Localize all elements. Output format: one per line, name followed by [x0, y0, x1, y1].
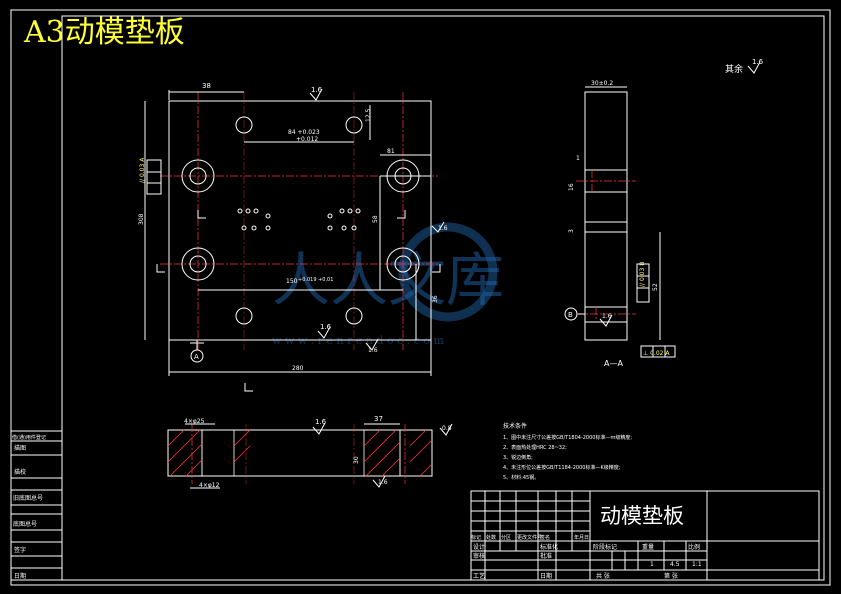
tb-header-col: 分区 [501, 534, 511, 541]
tb-sheet-no: 第 张 [664, 572, 678, 580]
tb-header-col: 签名 [540, 534, 550, 541]
pin-holes [237, 208, 361, 231]
dim-12-5: 12.5 [365, 108, 372, 122]
strip-label: 借(通)用件登记 [12, 434, 46, 441]
tb-count-mark: 1 [650, 561, 654, 568]
section-label: A—A [604, 359, 623, 368]
dim-16-side: 16 [568, 183, 575, 191]
dim-84-bot: +0.012 [296, 136, 318, 143]
roughness-symbols-front [309, 88, 445, 351]
tb-stage-col: 重量 [642, 543, 654, 551]
tb-sheet-total: 共 张 [596, 572, 610, 580]
roughness-others-value: 1.6 [752, 58, 764, 66]
datum-a: A [190, 340, 204, 363]
dim-150-tol: +0.019 +0.01 [298, 277, 333, 283]
tb-row-label: 审核 [473, 552, 485, 560]
tb-header-col: 标记 [471, 534, 481, 541]
side-outline [584, 91, 628, 341]
tb-weight: 4.5 [670, 561, 680, 568]
tb-row-label: 设计 [473, 543, 485, 551]
tb-stage-col: 比例 [688, 543, 700, 551]
tolerance-frame-right: // 0.03 B [636, 262, 650, 303]
dim-150: 150 [286, 278, 298, 285]
title-block: 动模垫板 标记 处数 分区 更改文件号 签名 年月日 设计 审核 工艺 标准化 … [470, 490, 820, 581]
dim-280: 280 [292, 365, 304, 372]
roughness-others: 其余 1.6 [725, 58, 764, 75]
watermark: 人人文库 w w w . r e n r e n d o c . c o m [272, 222, 504, 347]
tb-date-label: 日期 [540, 572, 552, 580]
inner-border [61, 15, 825, 581]
strip-label: 描图 [14, 444, 26, 452]
tech-req-item: 1、图中未注尺寸公差按GB/T1804-2000标准—m级精度; [503, 434, 632, 441]
drawing-title: A3动模垫板 [24, 15, 185, 50]
dim-30: 30 [353, 456, 360, 464]
datum-b-label: B [568, 311, 573, 319]
tb-std-label: 标准化 [540, 543, 558, 551]
tb-scale: 1:1 [692, 561, 702, 568]
dim-38: 38 [202, 82, 211, 90]
tech-req-item: 4、未注形位公差按GB/T1184-2000标准—K级精度; [503, 464, 621, 471]
tb-header-col: 处数 [486, 534, 496, 541]
tb-header-col: 更改文件号 [517, 534, 542, 541]
tech-req-title: 技术条件 [503, 422, 527, 430]
front-dimensions [144, 90, 432, 376]
tol-frame-section-text: ⊥ 0.02 A [643, 350, 670, 357]
dim-36: 36 [432, 295, 439, 303]
strip-label: 日期 [14, 572, 26, 580]
dim-30-side: 30±0.2 [591, 80, 613, 87]
outer-border [10, 9, 831, 586]
dim-4phi25: 4×φ25 [184, 418, 205, 425]
tech-req-item: 2、表面热处理HRC 28~32; [503, 444, 567, 451]
rough-side-top: 1.6 [602, 313, 612, 320]
dim-52: 52 [652, 283, 659, 291]
rough-section-top: 1.6 [315, 418, 327, 426]
tolerance-frame-section: ⊥ 0.02 A [640, 345, 676, 358]
tol-frame-left-text: // 0.03 A [139, 157, 146, 183]
dim-58: 58 [372, 215, 379, 223]
section-outline [167, 429, 433, 477]
tech-req-item: 5、材料:45钢。 [503, 474, 539, 481]
tb-stage-col: 阶段标记 [593, 543, 617, 551]
strip-label: 签字 [14, 546, 26, 554]
rough-right-side: 1.6 [438, 225, 448, 232]
tb-header-col: 年月日 [574, 534, 589, 541]
tech-req-item: 3、锐边倒角; [503, 454, 533, 461]
strip-label: 底图总号 [13, 520, 37, 528]
guide-holes [235, 116, 363, 325]
dim-308: 308 [138, 213, 145, 225]
rough-bottom: 1.6 [320, 323, 332, 331]
dim-4phi12: 4×φ12 [199, 482, 220, 489]
tolerance-frame-left: // 0.03 A [139, 157, 162, 195]
tol-frame-right-text: // 0.03 B [639, 262, 646, 287]
front-view: 38 84 +0.023 +0.012 12.5 81 58 150 +0.01… [138, 82, 448, 392]
part-name: 动模垫板 [600, 504, 684, 528]
roughness-symbols-section [312, 422, 453, 488]
side-view: 30±0.2 52 3 1 16 // 0.03 B ⊥ 0.02 A B A—… [564, 80, 676, 368]
datum-b: B [564, 307, 585, 321]
tech-requirements: 技术条件 1、图中未注尺寸公差按GB/T1804-2000标准—m级精度; 2、… [503, 422, 632, 481]
dim-84-top: 84 +0.023 [288, 129, 320, 136]
section-view: 4×φ25 4×φ12 37 30 1.6 0.8 1.6 [167, 415, 453, 489]
dim-37: 37 [374, 415, 383, 423]
rough-section-right: 0.8 [442, 425, 452, 432]
dim-81: 81 [387, 148, 395, 155]
corner-marks [156, 210, 441, 392]
section-hatch [167, 429, 433, 477]
strip-label: 旧底图总号 [13, 494, 43, 502]
rough-top: 1.6 [311, 86, 323, 94]
dim-1: 1 [576, 155, 580, 162]
plate-outline [168, 100, 432, 341]
rough-section-bottom: 1.6 [378, 479, 388, 486]
tb-row-label: 工艺 [473, 572, 485, 580]
datum-a-label: A [194, 353, 199, 361]
side-strip: 借(通)用件登记 描图 描校 旧底图总号 底图总号 签字 日期 [10, 430, 63, 581]
roughness-others-label: 其余 [725, 63, 743, 75]
tb-approve-label: 批准 [540, 552, 552, 560]
strip-label: 描校 [14, 468, 26, 476]
dim-3: 3 [568, 229, 575, 233]
rough-other: 1.6 [368, 347, 378, 354]
